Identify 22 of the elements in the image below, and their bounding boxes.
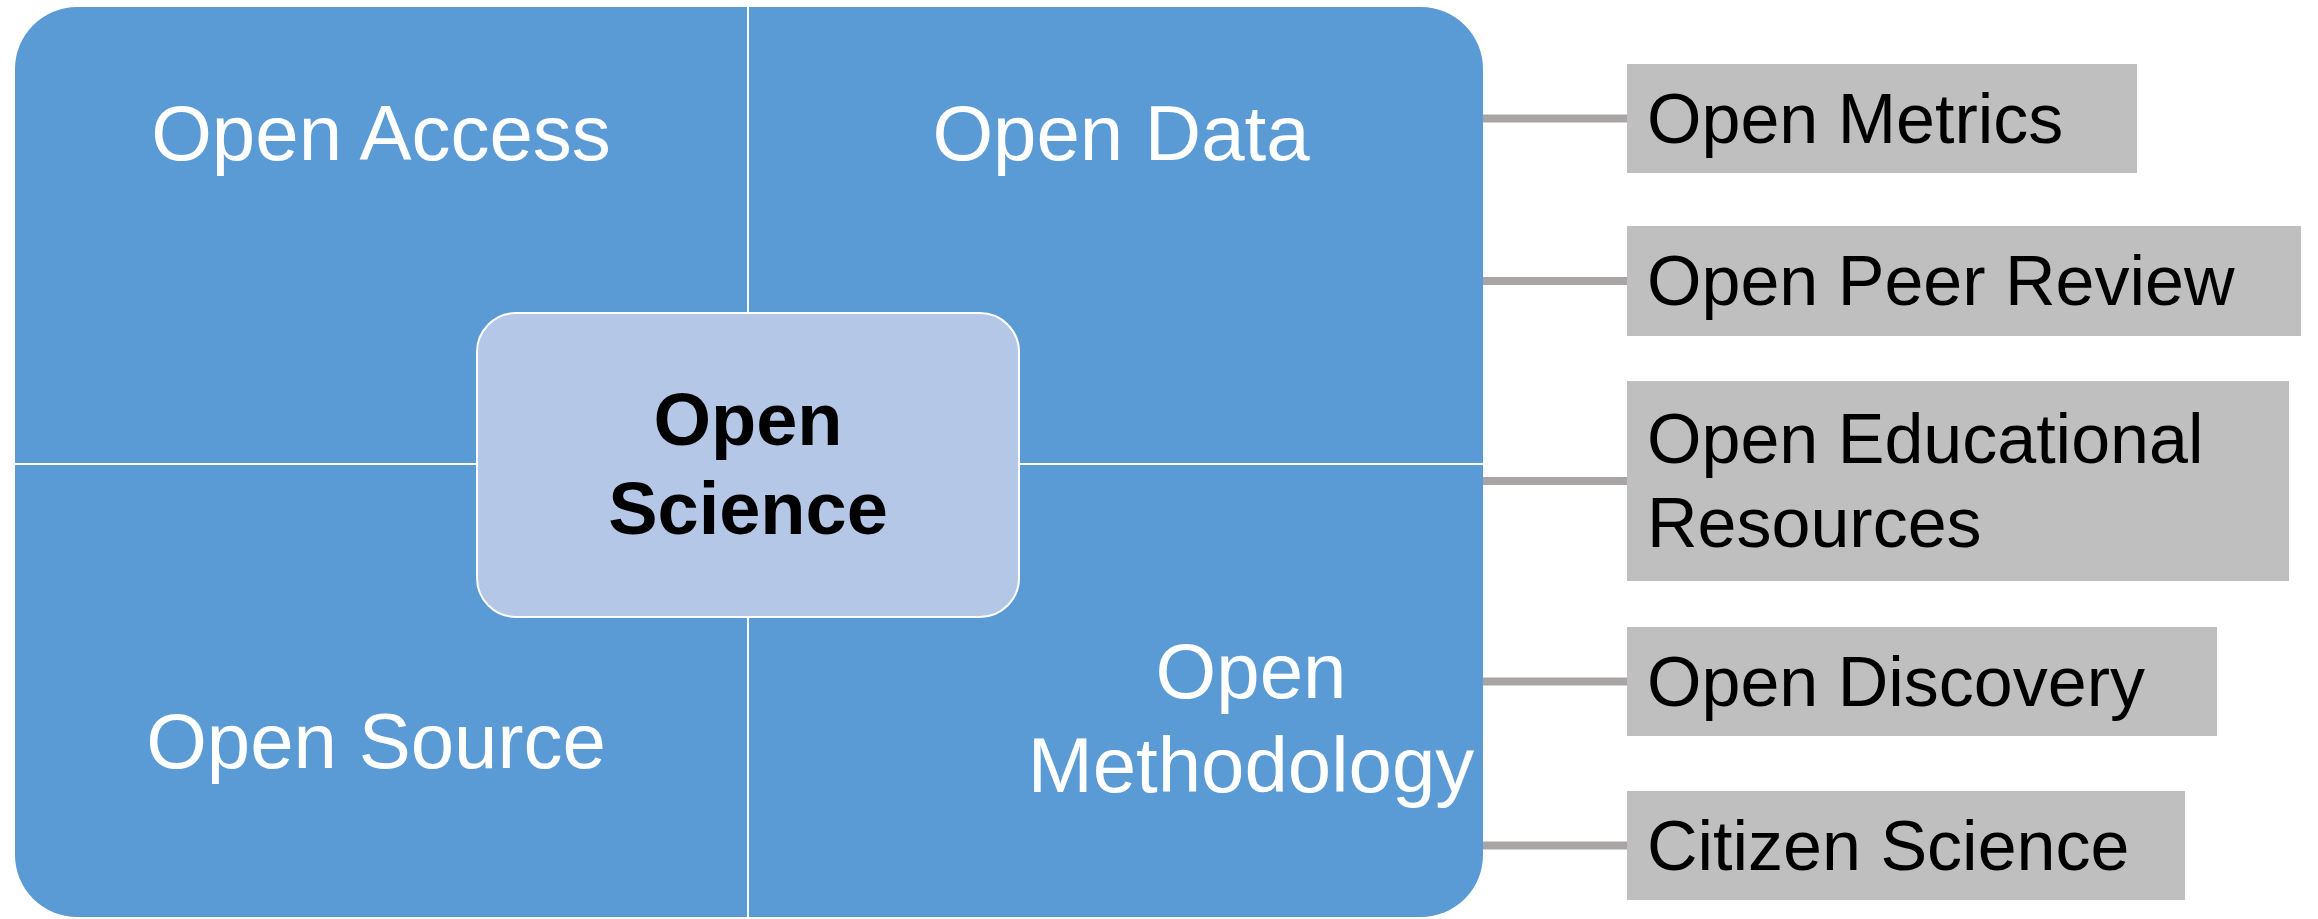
topic-box	[1627, 381, 2289, 581]
connector-line	[1483, 677, 1627, 686]
connector-line	[1483, 277, 1627, 285]
connector-line	[1483, 841, 1627, 850]
quadrant-label: Open Data	[932, 88, 1310, 179]
topic-label: Open Discovery	[1647, 641, 2145, 723]
topic-box	[1627, 64, 2137, 173]
quadrant-label: Open Access	[151, 88, 611, 179]
topic-box	[1627, 791, 2185, 900]
topic-label: Citizen Science	[1647, 805, 2130, 887]
topic-box	[1627, 627, 2217, 736]
topic-label: Open Metrics	[1647, 78, 2064, 160]
topic-label: Open Peer Review	[1647, 241, 2235, 322]
center-box	[476, 312, 1020, 618]
topic-box	[1627, 226, 2301, 336]
connector-line	[1483, 477, 1627, 485]
rounded-panel	[15, 7, 1483, 917]
topic-label: Open Educational Resources	[1647, 399, 2205, 564]
connector-line	[1483, 114, 1627, 123]
center-label: Open Science	[607, 377, 889, 552]
quadrant-label: Open Source	[146, 696, 606, 787]
quadrant-label: Open Methodology	[1027, 626, 1475, 811]
